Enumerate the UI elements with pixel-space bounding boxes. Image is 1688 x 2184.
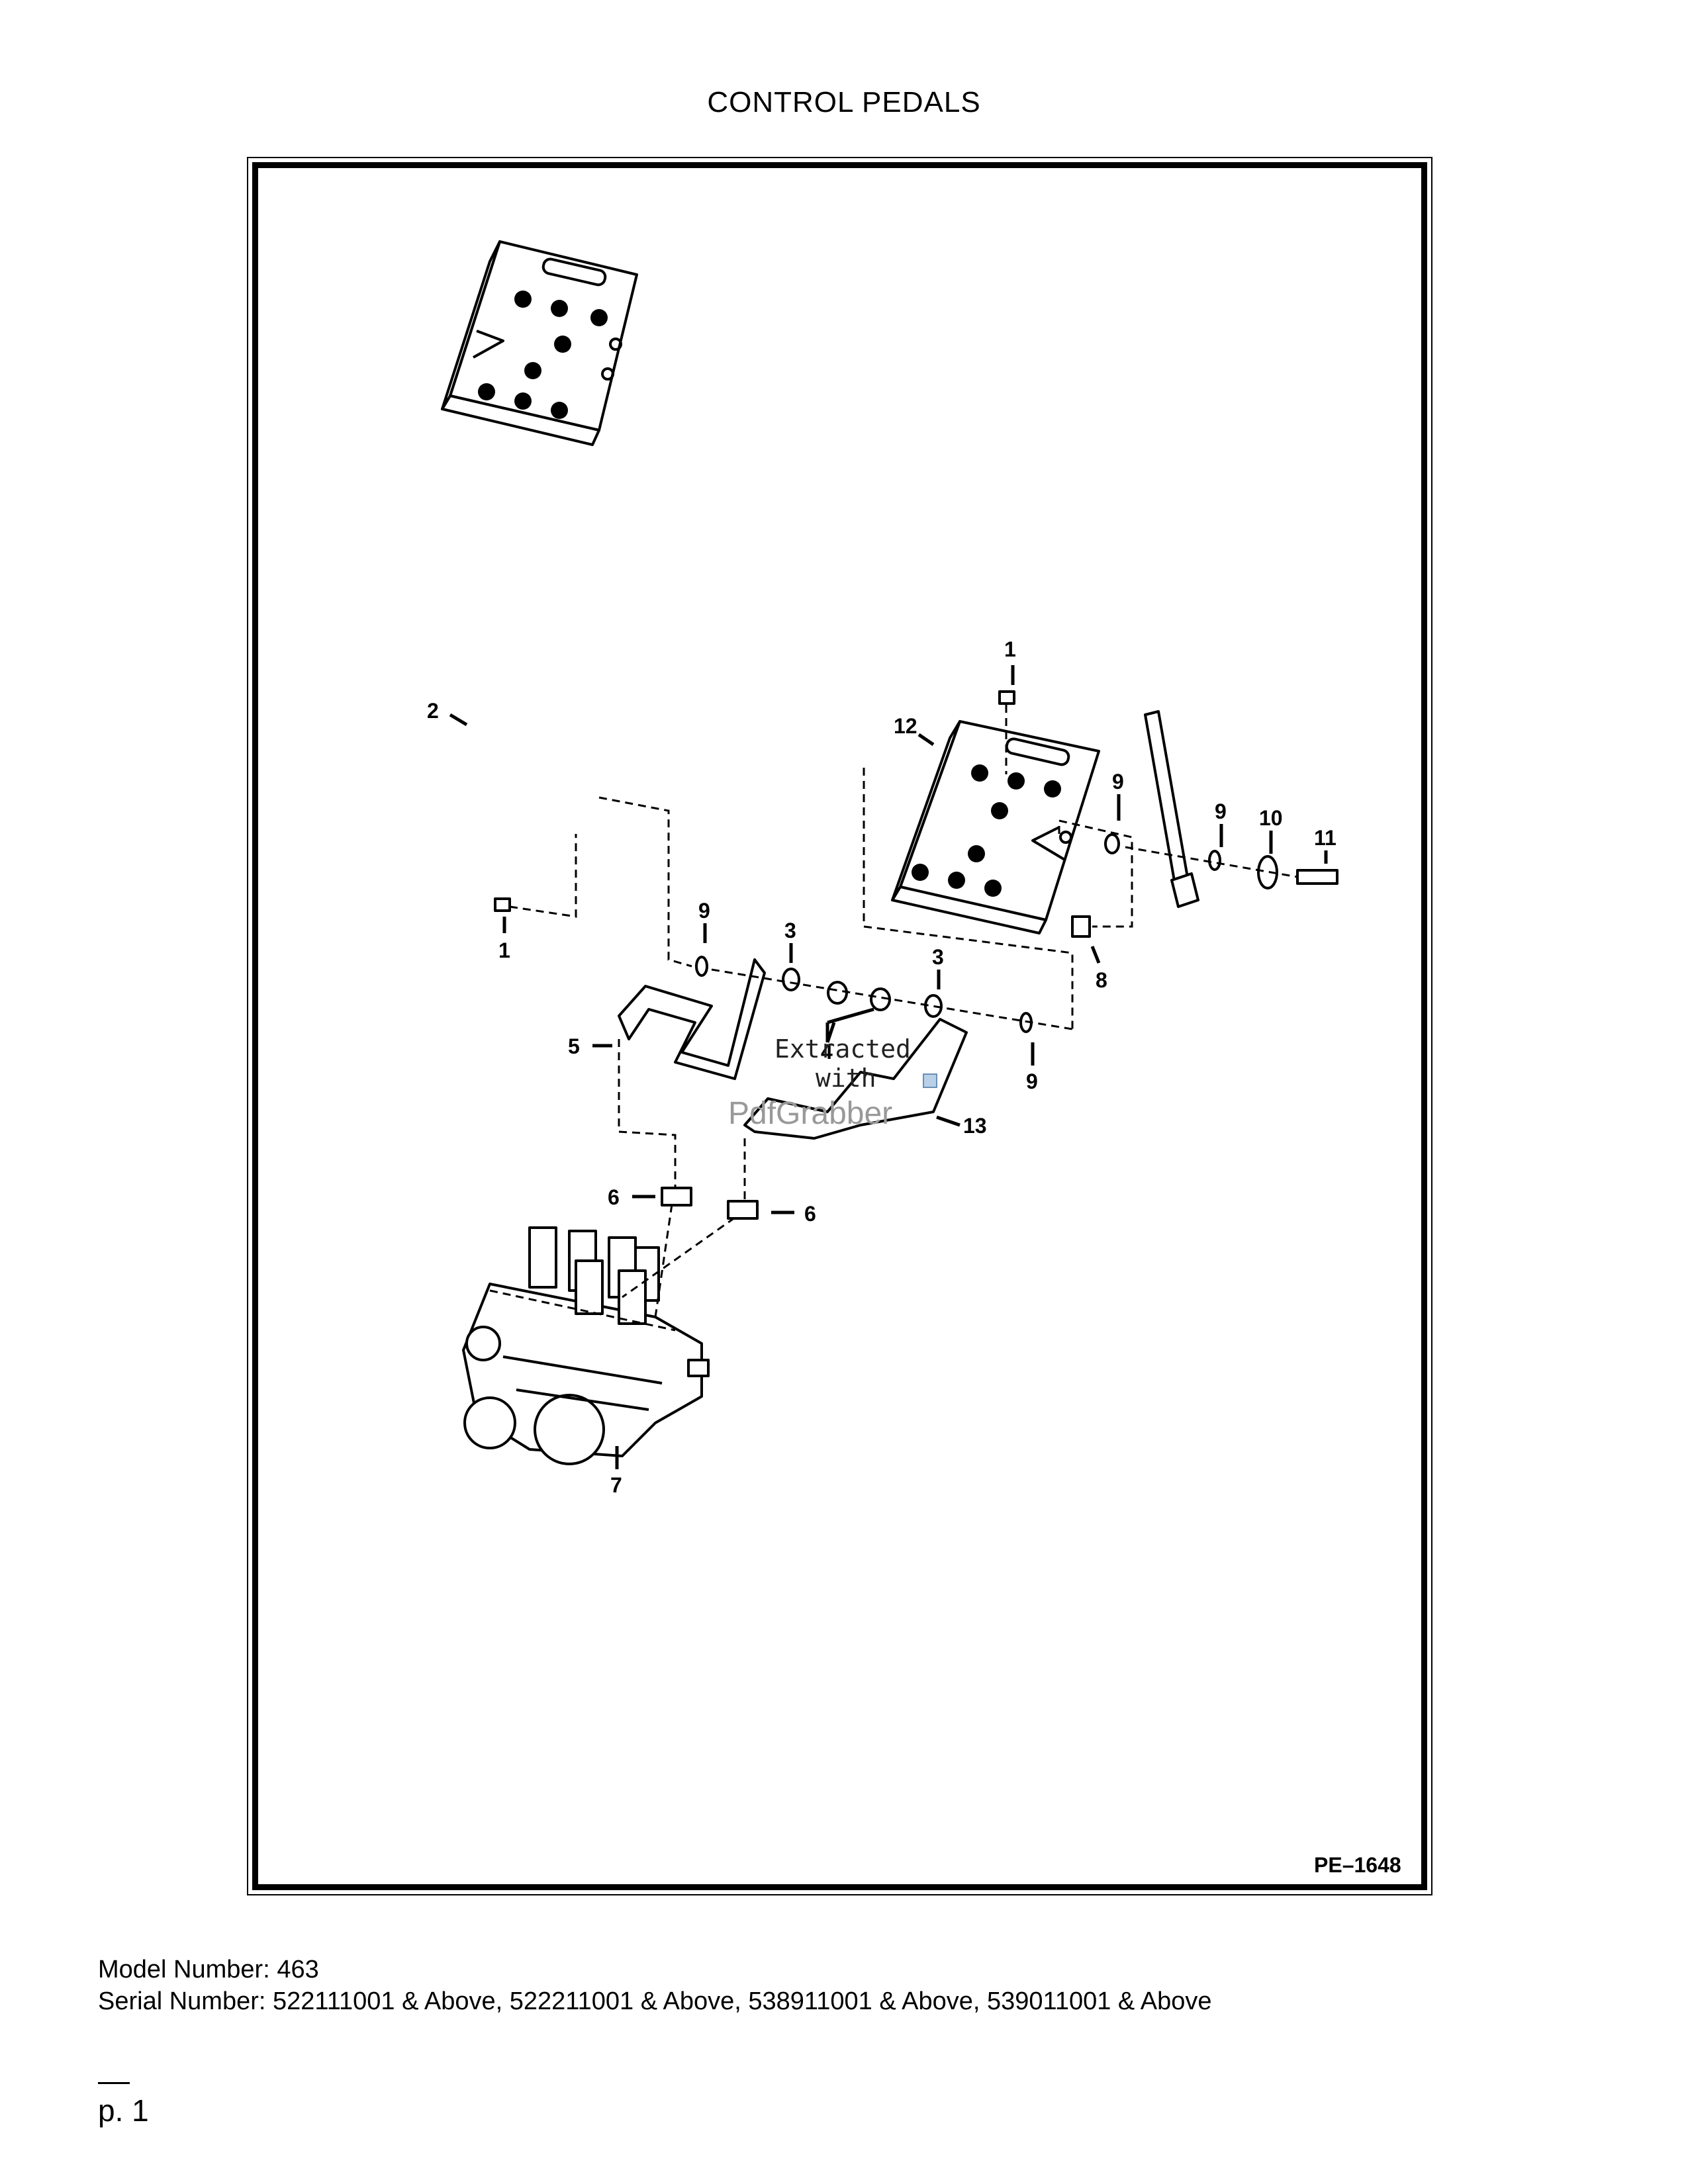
callout-10: 10: [1259, 806, 1283, 830]
linkage-part-5: [618, 958, 766, 1080]
callout-9-bottom: 9: [1026, 1069, 1038, 1093]
footer-rule: [98, 2082, 130, 2084]
callout-11: 11: [1314, 826, 1336, 850]
assembly-lines: [489, 705, 1298, 1332]
control-valve-part-7: [462, 1226, 710, 1465]
callout-1-top: 1: [1004, 637, 1016, 661]
callout-5: 5: [568, 1034, 580, 1058]
callout-13: 13: [963, 1114, 987, 1138]
left-pedal-part-2: [441, 240, 638, 446]
serial-numbers: Serial Number: 522111001 & Above, 522211…: [98, 1987, 1212, 2015]
figure-reference-code: PE–1648: [1314, 1853, 1401, 1877]
callout-3-right: 3: [932, 945, 944, 969]
callout-9-pedal: 9: [1112, 770, 1124, 794]
callout-12: 12: [894, 714, 917, 738]
linkage-part-13: [743, 1018, 968, 1140]
model-number: Model Number: 463: [98, 1956, 319, 1983]
watermark-line-3: PdfGrabber: [728, 1096, 892, 1131]
page-number: p. 1: [98, 2093, 149, 2128]
callout-7: 7: [610, 1473, 622, 1497]
callout-1-left: 1: [498, 938, 510, 962]
callout-4: 4: [821, 1040, 833, 1064]
watermark-logo-icon: [923, 1073, 937, 1088]
callout-6-left: 6: [608, 1185, 620, 1209]
hardware-bushings: [494, 690, 1338, 1220]
callout-9-bracket: 9: [1215, 799, 1227, 823]
watermark-line-1: Extracted: [774, 1034, 911, 1064]
watermark-line-2: with: [816, 1064, 876, 1093]
leader-lines: [449, 665, 1328, 1469]
callout-6-right: 6: [804, 1202, 816, 1226]
callout-3-left: 3: [784, 919, 796, 942]
pdfgrabber-watermark: Extracted with PdfGrabber: [728, 1034, 937, 1131]
figure-frame: [252, 162, 1427, 1890]
figure-frame-outer: [247, 157, 1432, 1895]
page-title: CONTROL PEDALS: [707, 86, 981, 118]
callout-9-left: 9: [698, 899, 710, 923]
callout-8: 8: [1096, 968, 1107, 992]
right-pedal-part-12: [891, 720, 1100, 934]
callout-2: 2: [427, 699, 439, 723]
